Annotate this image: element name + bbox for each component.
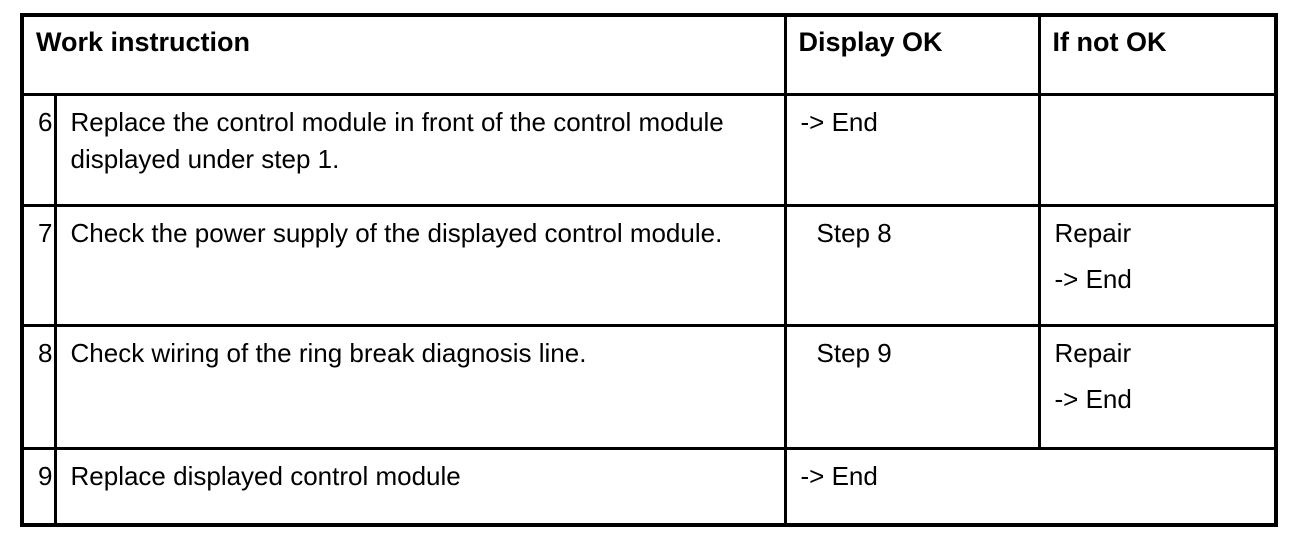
table-header-row: Work instruction Display OK If not OK — [20, 13, 1278, 96]
table-row-step-6: 6 Replace the control module in front of… — [20, 92, 1278, 207]
if-not-ok-line: Repair — [1054, 337, 1132, 368]
header-if-not-ok: If not OK — [1037, 13, 1278, 96]
instruction-cell: Replace the control module in front of t… — [53, 92, 787, 207]
if-not-ok-cell: Repair -> End — [1037, 323, 1278, 450]
step-number-cell: 8 — [20, 323, 57, 450]
if-not-ok-line: Repair — [1054, 217, 1132, 248]
table-row-step-8: 8 Check wiring of the ring break diagnos… — [20, 323, 1278, 450]
if-not-ok-line: -> End — [1054, 383, 1132, 414]
table-row-step-7: 7 Check the power supply of the displaye… — [20, 203, 1278, 327]
display-ok-cell: -> End — [783, 92, 1041, 207]
header-display-ok: Display OK — [783, 13, 1041, 96]
display-ok-cell: Step 9 — [783, 323, 1041, 450]
display-ok-cell: Step 8 — [783, 203, 1041, 327]
step-number-cell: 6 — [20, 92, 57, 207]
step-number-cell: 7 — [20, 203, 57, 327]
header-work-instruction: Work instruction — [20, 13, 787, 96]
instruction-cell: Check the power supply of the displayed … — [53, 203, 787, 327]
instruction-cell: Check wiring of the ring break diagnosis… — [53, 323, 787, 450]
instruction-cell: Replace displayed control module — [53, 446, 787, 527]
if-not-ok-line: -> End — [1054, 263, 1132, 294]
work-instruction-table: Work instruction Display OK If not OK 6 … — [20, 13, 1279, 527]
display-ok-merged-cell: -> End — [783, 446, 1278, 527]
if-not-ok-cell — [1037, 92, 1278, 207]
if-not-ok-cell: Repair -> End — [1037, 203, 1278, 327]
table-row-step-9: 9 Replace displayed control module -> En… — [20, 446, 1278, 527]
step-number-cell: 9 — [20, 446, 57, 527]
